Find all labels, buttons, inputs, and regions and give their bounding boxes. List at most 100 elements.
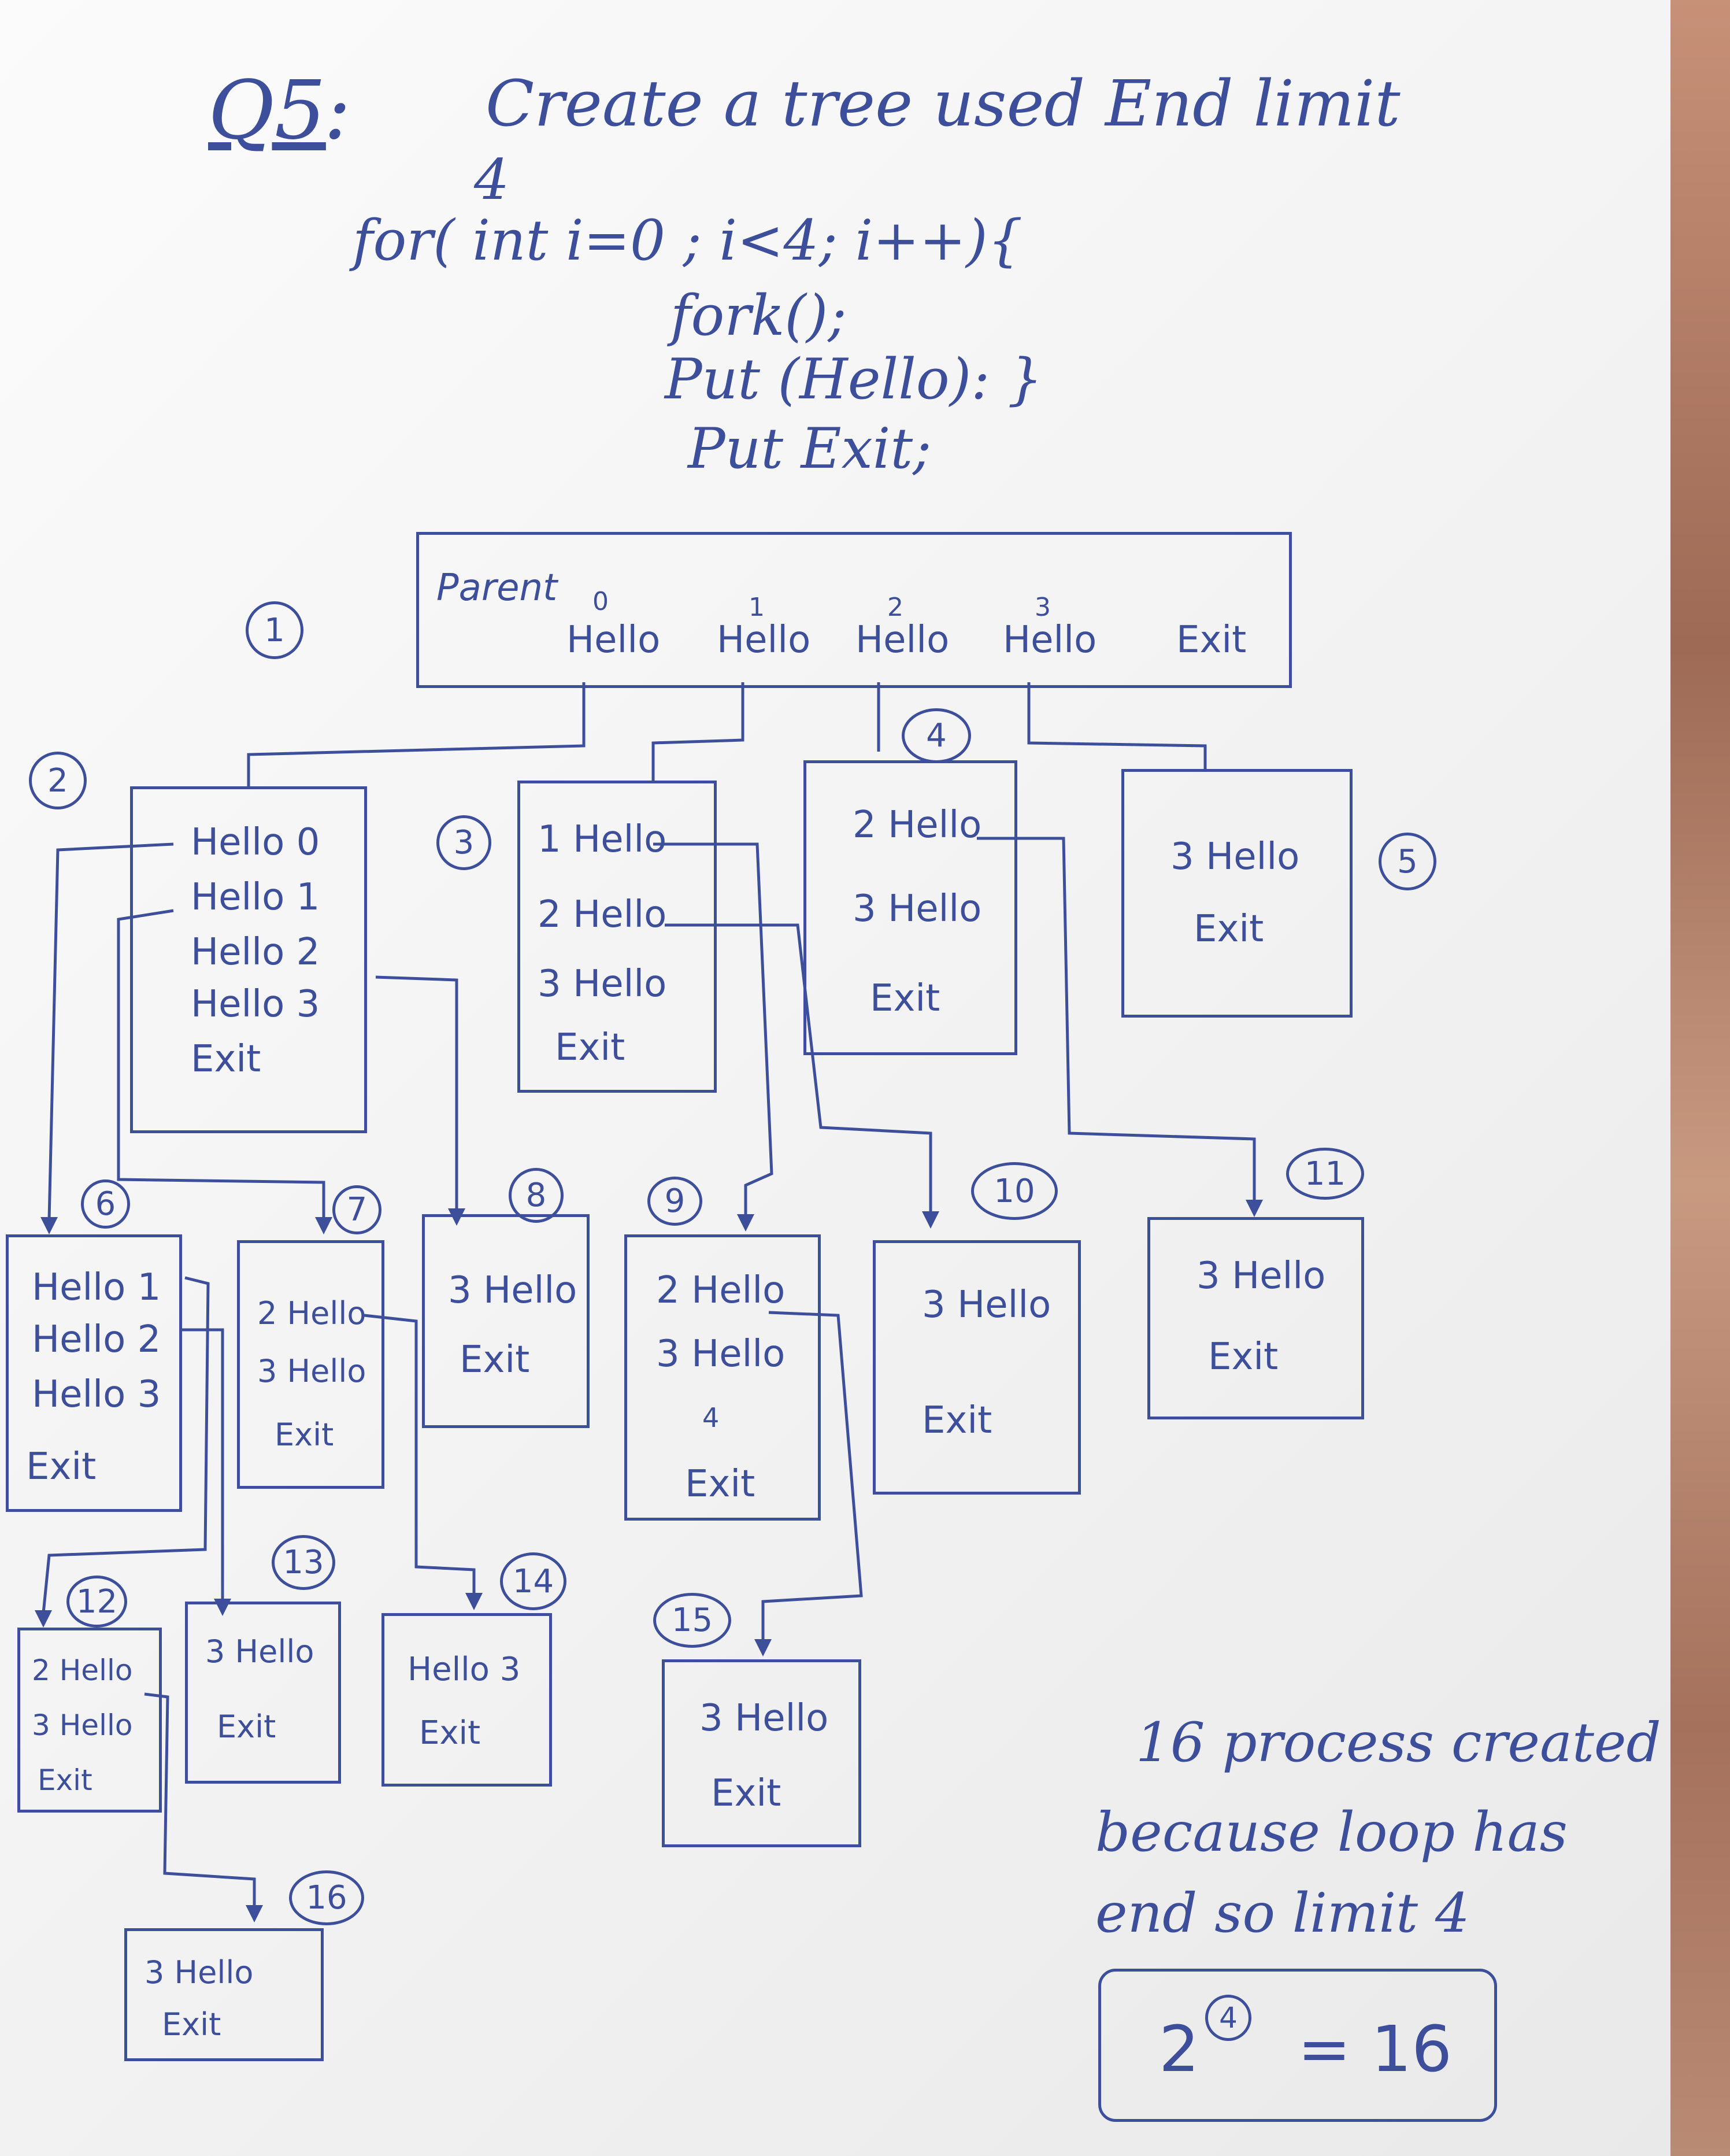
process-number-6: 6 (81, 1179, 130, 1229)
parent-item-num: 2 (887, 593, 903, 622)
parent-item-exit: Exit (1176, 619, 1247, 661)
box-line: Exit (38, 1763, 92, 1797)
edge-2-7 (117, 909, 325, 1220)
process-box-13: 3 Hello Exit (185, 1602, 341, 1784)
box-line: Exit (711, 1772, 781, 1815)
arrow-head (246, 1905, 263, 1922)
box-line: Exit (555, 1026, 625, 1069)
process-box-15: 3 Hello Exit (662, 1659, 861, 1847)
process-number-9: 9 (647, 1177, 702, 1226)
question-label: Q5 (208, 64, 326, 158)
arrow-head (40, 1217, 58, 1234)
process-number-1: 1 (246, 601, 303, 659)
box-line: Hello 2 (191, 931, 320, 974)
formula-box: 2 4 = 16 (1098, 1969, 1497, 2122)
arrow-head (465, 1593, 483, 1610)
box-line: Hello 1 (32, 1266, 161, 1309)
process-number-10: 10 (971, 1162, 1058, 1220)
process-box-6: Hello 1 Hello 2 Hello 3 Exit (6, 1234, 182, 1512)
edge-2-6 (47, 842, 174, 1221)
parent-label: Parent (436, 567, 558, 609)
box-line: Exit (162, 2006, 221, 2043)
box-line: Hello 3 (32, 1373, 161, 1416)
process-box-5: 3 Hello Exit (1121, 769, 1353, 1018)
arrow-head (1246, 1200, 1263, 1217)
edge-6-12 (42, 1276, 210, 1614)
box-line: 3 Hello (699, 1697, 829, 1740)
box-line: 3 Hello (448, 1269, 577, 1312)
code-line-2: fork(); (670, 283, 847, 348)
box-line: Exit (460, 1338, 530, 1381)
box-line: 3 Hello (145, 1954, 254, 1991)
note-line-1: 16 process created (1136, 1711, 1661, 1774)
box-line: Exit (1194, 908, 1264, 951)
process-box-11: 3 Hello Exit (1147, 1217, 1364, 1419)
arrow-head (448, 1208, 465, 1226)
process-number-5: 5 (1379, 833, 1436, 890)
code-line-4: Put Exit; (688, 416, 932, 481)
box-line: 1 Hello (538, 818, 667, 861)
process-number-7: 7 (332, 1185, 381, 1234)
box-line: 3 Hello (853, 887, 982, 930)
edge-7-14 (364, 1314, 476, 1596)
process-number-2: 2 (29, 752, 87, 809)
edge-4-11 (977, 837, 1256, 1203)
process-box-2: Hello 0 Hello 1 Hello 2 Hello 3 Exit (130, 786, 367, 1133)
box-line: 3 Hello (32, 1708, 133, 1742)
parent-item-num: 0 (592, 587, 609, 616)
question-colon: : (324, 64, 351, 158)
arrow-head (315, 1217, 332, 1234)
parent-item-hello: Hello (855, 619, 950, 661)
box-line: 3 Hello (656, 1333, 786, 1375)
process-number-8: 8 (509, 1168, 564, 1223)
box-line: Exit (275, 1417, 334, 1453)
box-line: Exit (419, 1714, 481, 1752)
box-line: Exit (191, 1038, 261, 1081)
edge-3-10 (665, 923, 932, 1214)
question-title: Create a tree used End limit (486, 66, 1401, 140)
box-line: Hello 3 (408, 1651, 521, 1688)
process-box-9: 2 Hello 3 Hello 4 Exit (624, 1234, 821, 1521)
box-line: 2 Hello (538, 893, 667, 936)
parent-item-num: 3 (1035, 593, 1051, 622)
arrow-head (737, 1214, 754, 1232)
process-number-14: 14 (500, 1552, 566, 1610)
note-line-3: end so limit 4 (1095, 1882, 1470, 1945)
edge-1-3 (651, 682, 744, 783)
process-number-13: 13 (272, 1535, 335, 1590)
edge-3-9 (653, 842, 773, 1217)
box-line: 3 Hello (538, 963, 667, 1005)
edge-9-15 (761, 1311, 863, 1642)
process-box-3: 1 Hello 2 Hello 3 Hello Exit (517, 781, 717, 1093)
process-number-12: 12 (66, 1576, 127, 1628)
box-line: 3 Hello (205, 1633, 314, 1670)
box-line: 3 Hello (1196, 1255, 1326, 1297)
parent-item-hello: Hello (1003, 619, 1097, 661)
box-line: 3 Hello (922, 1284, 1051, 1326)
parent-item-num: 1 (749, 593, 765, 622)
parent-item-hello: Hello (566, 619, 661, 661)
process-box-12: 2 Hello 3 Hello Exit (17, 1628, 162, 1813)
process-number-3: 3 (436, 815, 491, 870)
box-line: 3 Hello (257, 1353, 366, 1389)
process-box-14: Hello 3 Exit (381, 1613, 552, 1787)
process-box-16: 3 Hello Exit (124, 1928, 324, 2061)
arrow-head (754, 1639, 772, 1656)
code-line-1: for( int i=0 ; i<4; i++){ (353, 208, 1023, 273)
process-box-4: 2 Hello 3 Hello Exit (803, 760, 1017, 1055)
box-line: 4 (702, 1402, 720, 1433)
box-line: Exit (922, 1399, 992, 1442)
box-line: 2 Hello (656, 1269, 786, 1312)
box-line: Hello 0 (191, 821, 320, 864)
parent-item-hello: Hello (717, 619, 811, 661)
box-line: 2 Hello (32, 1654, 133, 1687)
paper-sheet (0, 0, 1670, 2156)
box-line: Exit (1208, 1336, 1279, 1378)
formula-exponent: 4 (1205, 1995, 1251, 2041)
arrow-head (35, 1610, 52, 1628)
box-line: 2 Hello (853, 804, 982, 846)
box-line: Hello 3 (191, 983, 320, 1026)
edge-6-13 (179, 1328, 224, 1602)
box-line: 2 Hello (257, 1295, 366, 1332)
